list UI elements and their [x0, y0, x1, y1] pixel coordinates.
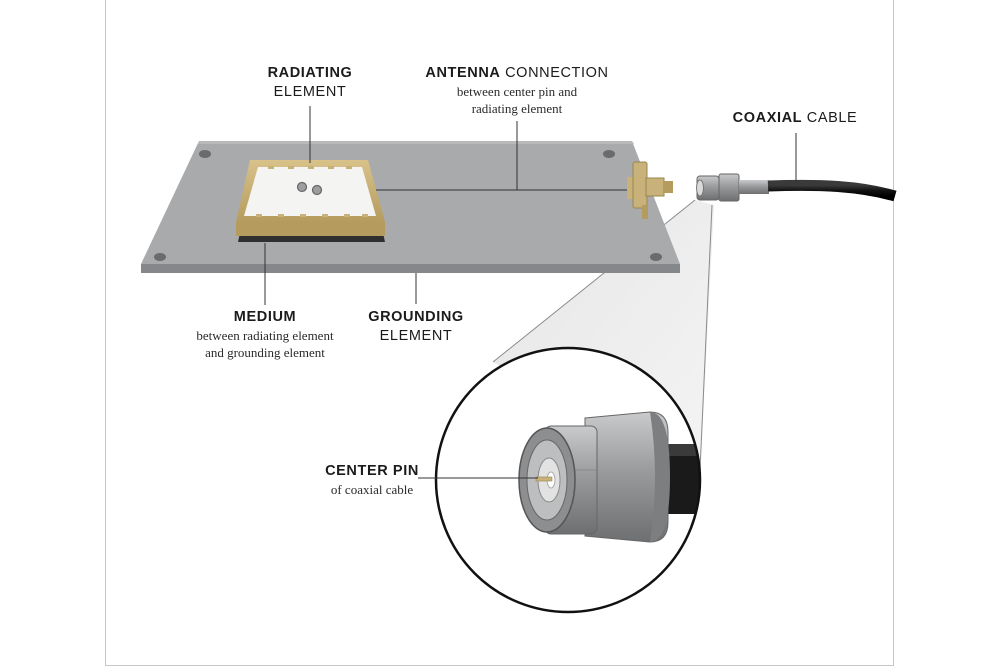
label-antenna-connection: ANTENNA CONNECTION between center pin an… — [410, 64, 624, 117]
label-antenna-bold: ANTENNA — [425, 65, 501, 81]
zoom-cone-edge-right — [699, 204, 713, 471]
label-medium: MEDIUM between radiating element and gro… — [178, 308, 352, 361]
label-grounding-bold: GROUNDING — [368, 309, 464, 325]
patch-feed-point — [296, 181, 308, 193]
patch-gold-side — [236, 222, 385, 236]
label-medium-sub1: between radiating element — [196, 328, 334, 343]
label-medium-sub2: and grounding element — [205, 345, 325, 360]
label-grounding-line2: ELEMENT — [379, 328, 453, 344]
label-antenna-rest: CONNECTION — [500, 65, 609, 81]
label-coaxial-bold: COAXIAL — [732, 110, 803, 126]
mount-hole — [650, 253, 662, 261]
mount-hole — [154, 253, 166, 261]
cable-plug — [696, 173, 769, 202]
label-radiating-line2: ELEMENT — [273, 84, 347, 100]
board-connector — [627, 161, 673, 219]
mount-hole — [199, 150, 211, 158]
board-top-highlight — [198, 141, 634, 144]
figure-frame — [105, 0, 894, 666]
label-center-pin-sub: of coaxial cable — [330, 482, 414, 497]
label-radiating-element: RADIATING ELEMENT — [250, 64, 370, 102]
zoom-circle-border — [434, 346, 702, 614]
patch-notches — [256, 166, 368, 217]
label-medium-bold: MEDIUM — [233, 309, 297, 325]
patch-feed-point — [311, 184, 323, 196]
radiating-element — [244, 167, 376, 216]
label-center-pin-bold: CENTER PIN — [325, 463, 419, 479]
label-coaxial-rest: CABLE — [802, 110, 858, 126]
ground-board-edge — [141, 264, 680, 273]
label-antenna-sub2: radiating element — [471, 101, 563, 116]
zoom-connector — [518, 411, 700, 543]
coaxial-cable — [767, 179, 897, 202]
label-radiating-bold: RADIATING — [267, 65, 353, 81]
label-coaxial-cable: COAXIAL CABLE — [730, 109, 860, 128]
label-center-pin: CENTER PIN of coaxial cable — [316, 462, 428, 498]
label-grounding-element: GROUNDING ELEMENT — [356, 308, 476, 346]
ground-board — [141, 141, 680, 264]
mount-hole — [603, 150, 615, 158]
label-antenna-sub1: between center pin and — [456, 84, 578, 99]
